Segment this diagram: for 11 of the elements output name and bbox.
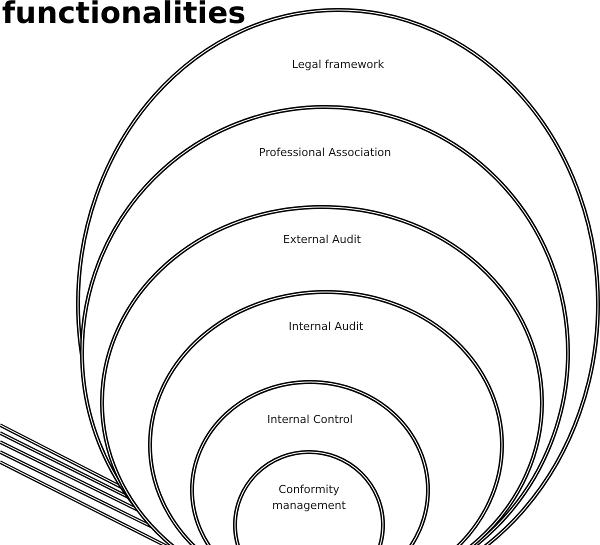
circle-label: Professional Association (258, 145, 392, 161)
nested-circle (80, 105, 570, 545)
circle-label: Legal framework (290, 57, 386, 73)
circle-label: External Audit (282, 232, 362, 248)
circle-label: Conformity management (271, 482, 347, 514)
circle-label: Internal Audit (288, 319, 364, 335)
nested-circle (148, 290, 504, 545)
title: functionalities (2, 0, 246, 31)
circle-label: Internal Control (266, 412, 354, 428)
nested-circle (100, 205, 544, 545)
nested-circle (190, 380, 430, 545)
